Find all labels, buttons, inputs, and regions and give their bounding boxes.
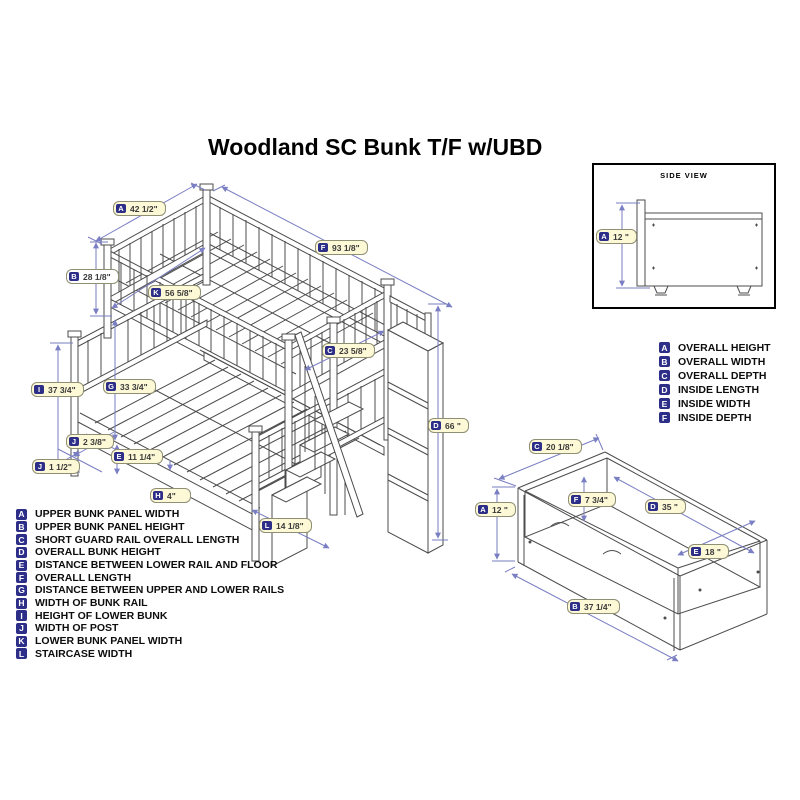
badge-f: F [318, 243, 328, 252]
badge-h: H [153, 491, 163, 500]
side-view-drawing [636, 199, 763, 296]
side-view-title: SIDE VIEW [660, 171, 708, 180]
badge-i: I [34, 385, 44, 394]
badge-e: E [114, 452, 124, 461]
badge-j: J [69, 437, 79, 446]
badge-j2: J [35, 462, 45, 471]
badge-sv-a: A [599, 232, 609, 241]
side-view-dimension-lines [616, 202, 650, 289]
drawer-drawing [517, 451, 768, 651]
badge-g: G [106, 382, 116, 391]
badge-dr-b: B [570, 602, 580, 611]
badge-a: A [116, 204, 126, 213]
badge-l: L [262, 521, 272, 530]
badge-dr-d: D [648, 502, 658, 511]
badge-b: B [69, 272, 79, 281]
badge-dr-a: A [478, 505, 488, 514]
badge-k: K [151, 288, 161, 297]
badge-dr-f: F [571, 495, 581, 504]
badge-dr-c: C [532, 442, 542, 451]
bed-dimension-lines [43, 182, 453, 549]
badge-d: D [431, 421, 441, 430]
badge-dr-e: E [691, 547, 701, 556]
side-view-panel: SIDE VIEW [592, 163, 776, 309]
page-title: Woodland SC Bunk T/F w/UBD [208, 134, 543, 160]
badge-c: C [325, 346, 335, 355]
